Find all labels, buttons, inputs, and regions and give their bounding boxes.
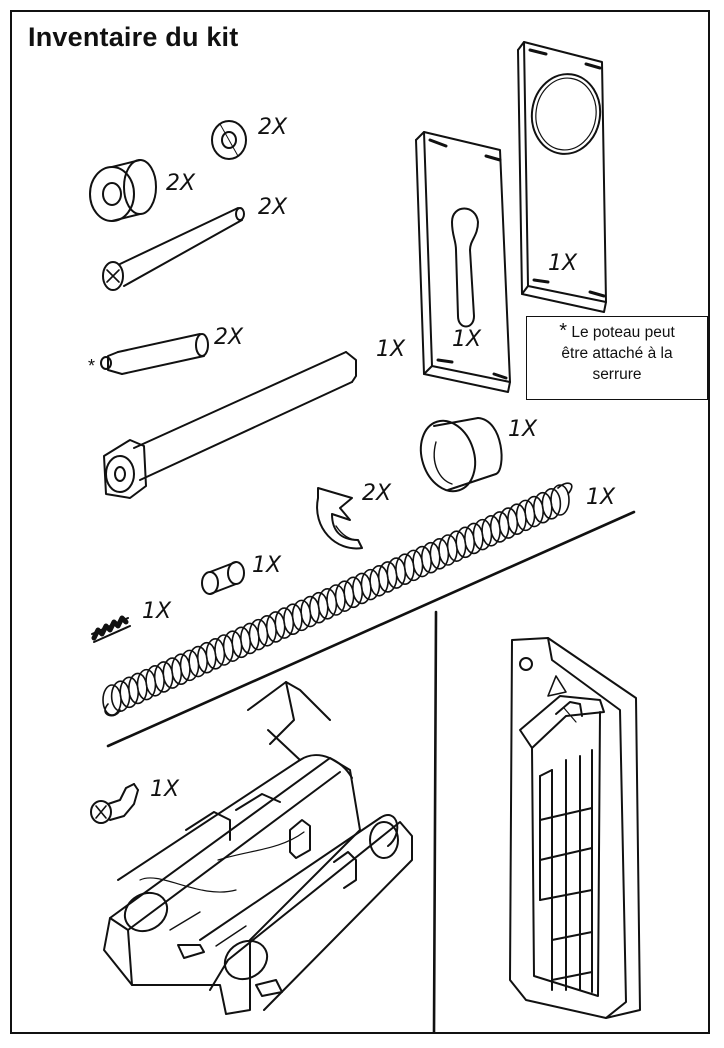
qty-small-washer: 2X — [258, 115, 288, 140]
large-spacer-illustration — [89, 159, 157, 222]
page-title: Inventaire du kit — [28, 22, 239, 52]
kit-inventory-frame — [10, 10, 710, 1034]
post-footnote-marker: * — [88, 356, 95, 376]
battery-holder-illustration — [103, 681, 413, 1015]
footnote-line-2: être attaché à la — [561, 345, 673, 362]
qty-large-spacer: 2X — [166, 171, 196, 196]
post-illustration — [100, 333, 209, 375]
cylinder-plate-illustration — [415, 131, 511, 393]
bushing-illustration — [201, 561, 245, 595]
long-screw-illustration — [102, 207, 245, 291]
qty-cylinder-plate: 1X — [452, 327, 482, 352]
small-screw-illustration — [90, 783, 139, 824]
qty-short-spring: 1X — [142, 599, 172, 624]
footnote-line-3: serrure — [592, 366, 642, 383]
qty-long-spring: 1X — [586, 485, 616, 510]
footnote-marker: * — [559, 320, 568, 342]
section-dividers — [106, 510, 636, 1034]
qty-bushing: 1X — [252, 553, 282, 578]
qty-spindle: 1X — [376, 337, 406, 362]
oval-plate-illustration — [517, 41, 607, 313]
short-spring-illustration — [91, 615, 131, 643]
qty-post: 2X — [214, 325, 244, 350]
ring-sleeve-illustration — [419, 417, 503, 493]
small-washer-illustration — [211, 120, 247, 160]
footnote-box: * Le poteau peut être attaché à la serru… — [526, 316, 708, 400]
footnote-line-1: Le poteau peut — [571, 324, 675, 341]
battery-cover-illustration — [509, 637, 641, 1019]
qty-ring-sleeve: 1X — [508, 417, 538, 442]
spindle-illustration — [103, 351, 357, 499]
long-spring-illustration — [102, 482, 573, 717]
qty-long-screw: 2X — [258, 195, 288, 220]
qty-oval-plate: 1X — [548, 251, 578, 276]
clip-illustration — [316, 487, 363, 550]
qty-small-screw: 1X — [150, 777, 180, 802]
qty-clip: 2X — [362, 481, 392, 506]
